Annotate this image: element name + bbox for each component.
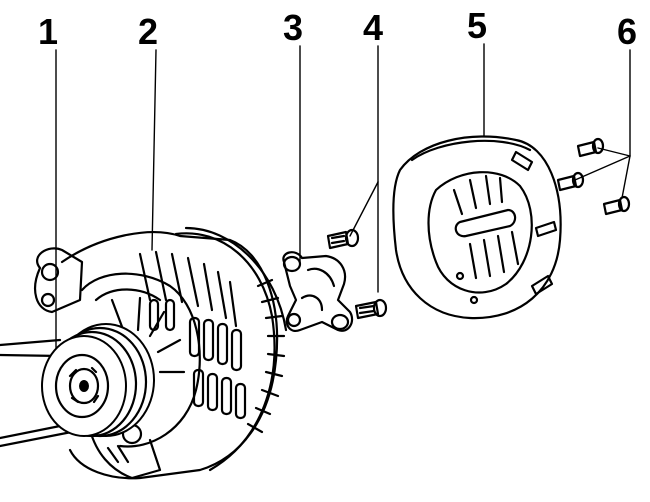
callout-1: 1: [38, 11, 59, 52]
pulley: [41, 323, 155, 438]
rear-cover: [392, 135, 562, 320]
screws-part-4: [326, 228, 388, 320]
callout-3: 3: [283, 7, 304, 48]
voltage-regulator: [282, 251, 354, 332]
callout-5: 5: [467, 5, 488, 46]
leader-lines: [55, 43, 631, 356]
callout-4: 4: [363, 7, 384, 48]
callout-6: 6: [617, 11, 638, 52]
callout-2: 2: [138, 11, 159, 52]
screws-part-6: [556, 137, 631, 216]
vent-slots: [148, 298, 247, 420]
alternator-housing: [34, 226, 288, 480]
